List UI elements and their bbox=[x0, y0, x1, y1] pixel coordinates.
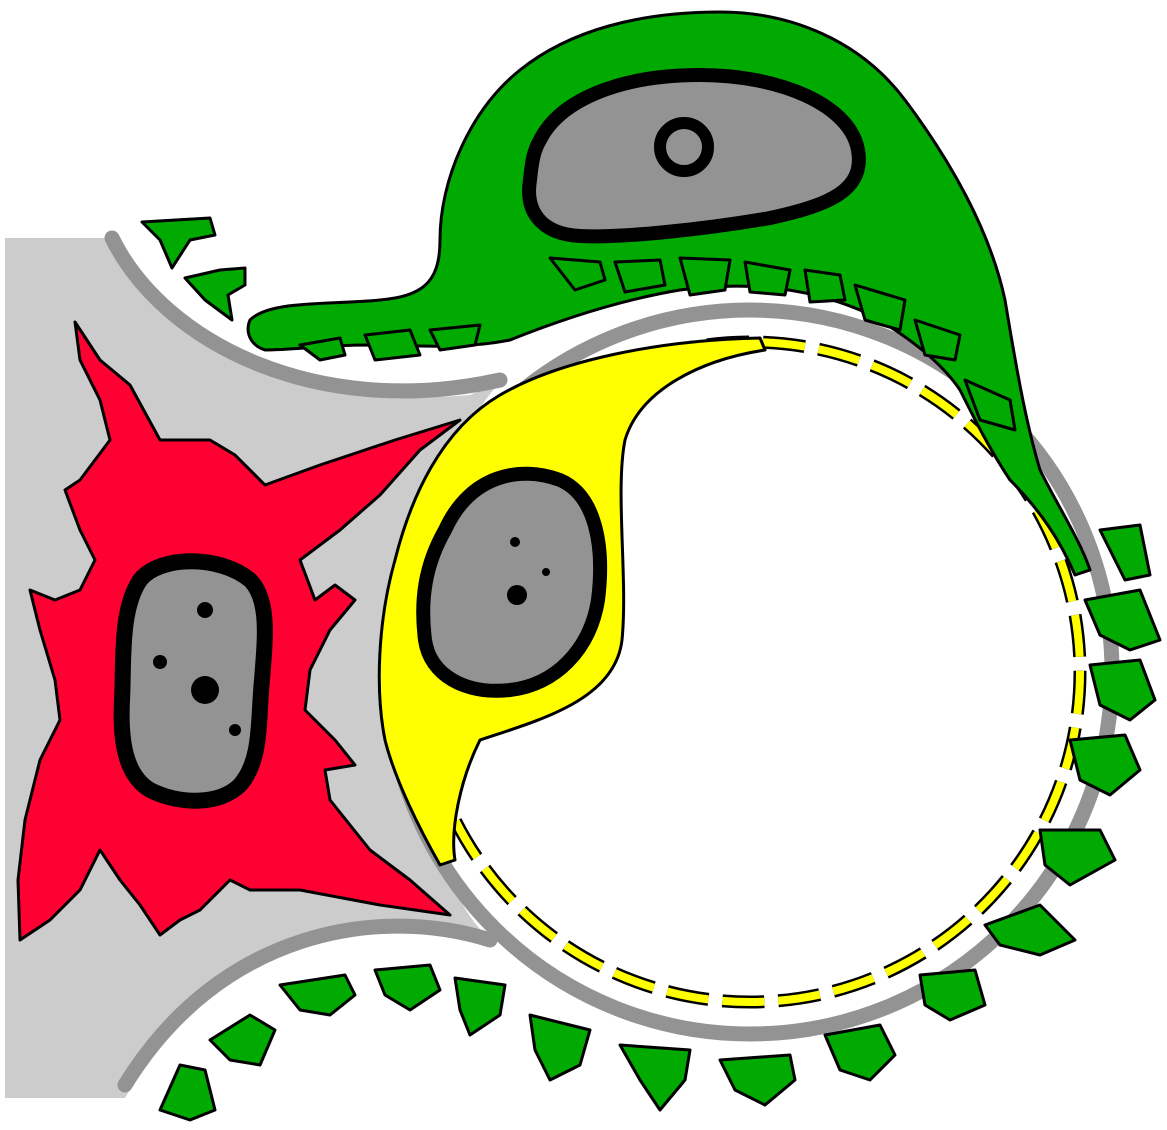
chromatin bbox=[153, 655, 167, 669]
nucleus bbox=[122, 561, 265, 800]
chromatin bbox=[507, 585, 527, 605]
chromatin bbox=[542, 568, 550, 576]
chromatin bbox=[510, 537, 520, 547]
nucleolus bbox=[660, 123, 708, 171]
chromatin bbox=[191, 676, 219, 704]
chromatin bbox=[229, 724, 241, 736]
chromatin bbox=[197, 602, 213, 618]
